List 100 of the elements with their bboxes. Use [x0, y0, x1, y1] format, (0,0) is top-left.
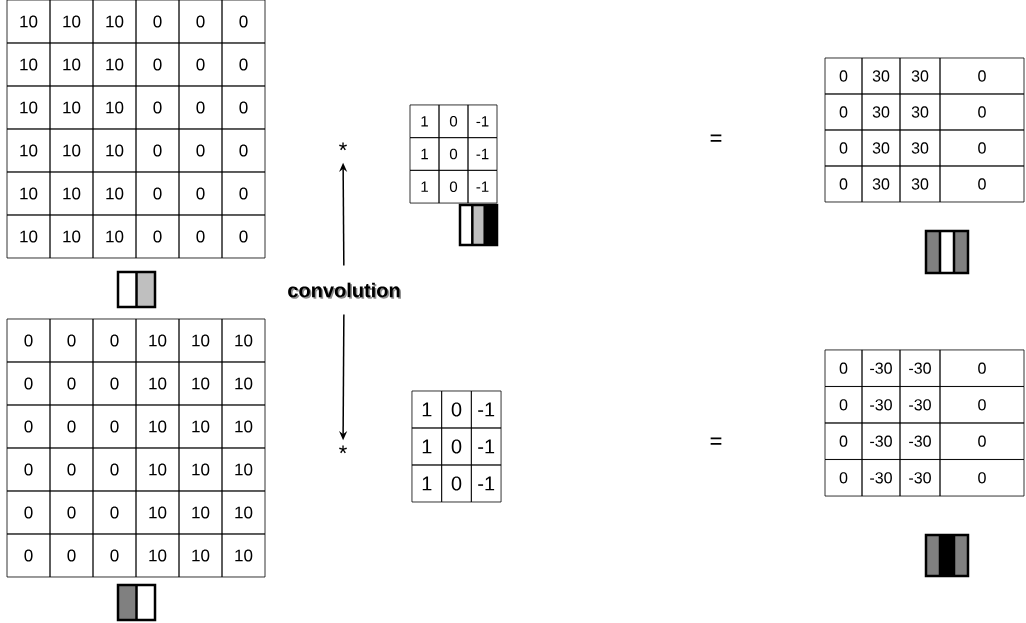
- table-cell: 10: [221, 318, 266, 363]
- table-cell: 10: [49, 0, 94, 44]
- table-cell: 10: [221, 447, 266, 492]
- table-cell: 0: [939, 422, 1025, 460]
- table-cell: 10: [49, 85, 94, 130]
- table-cell: 10: [135, 318, 180, 363]
- table-cell: -30: [899, 459, 941, 497]
- table-cell: 10: [92, 214, 137, 259]
- table-cell: 1: [409, 137, 440, 171]
- table-cell: 1: [411, 427, 443, 466]
- table-cell: 10: [6, 128, 51, 173]
- table-cell: 0: [92, 404, 137, 449]
- table-cell: 0: [178, 214, 223, 259]
- table-cell: 10: [6, 42, 51, 87]
- table-cell: 10: [49, 128, 94, 173]
- table-cell: 10: [135, 447, 180, 492]
- table-cell: 0: [824, 129, 863, 167]
- table-cell: 0: [135, 85, 180, 130]
- table-cell: 0: [438, 104, 469, 139]
- table-cell: 0: [824, 459, 863, 497]
- table-cell: 0: [178, 42, 223, 87]
- table-cell: 30: [899, 93, 941, 131]
- table-cell: 0: [178, 171, 223, 216]
- table-cell: 0: [92, 318, 137, 363]
- table-cell: 0: [441, 390, 472, 429]
- table-cell: 0: [49, 533, 94, 578]
- table-cell: 10: [221, 361, 266, 406]
- table-cell: 0: [6, 318, 51, 363]
- table-cell: 0: [939, 129, 1025, 167]
- operator-symbol: *: [339, 142, 347, 151]
- table-cell: 10: [6, 85, 51, 130]
- table-cell: 0: [92, 361, 137, 406]
- table-cell: 10: [221, 404, 266, 449]
- table-cell: 1: [411, 390, 443, 429]
- table-cell: 0: [824, 165, 863, 203]
- table-cell: 10: [6, 214, 51, 259]
- table-cell: 0: [939, 165, 1025, 203]
- table-cell: 10: [178, 447, 223, 492]
- table-cell: 0: [135, 171, 180, 216]
- table-cell: 0: [221, 0, 266, 44]
- table-cell: 10: [92, 128, 137, 173]
- table-cell: 0: [221, 85, 266, 130]
- table-cell: 0: [92, 490, 137, 535]
- table-cell: 0: [824, 386, 863, 424]
- table-cell: 10: [92, 171, 137, 216]
- table-cell: 0: [441, 427, 472, 466]
- table-cell: 0: [824, 349, 863, 387]
- table-cell: 0: [6, 361, 51, 406]
- table-cell: 0: [49, 447, 94, 492]
- table-cell: 30: [861, 165, 901, 203]
- table-cell: 0: [441, 464, 472, 503]
- table-cell: 0: [49, 361, 94, 406]
- table-cell: 10: [49, 171, 94, 216]
- table-cell: 10: [49, 214, 94, 259]
- table-cell: 30: [861, 129, 901, 167]
- table-cell: 10: [178, 490, 223, 535]
- table-cell: 10: [92, 0, 137, 44]
- table-cell: 0: [178, 0, 223, 44]
- table-cell: 0: [92, 447, 137, 492]
- table-cell: -30: [899, 422, 941, 460]
- table-cell: 10: [6, 171, 51, 216]
- table-cell: 0: [939, 459, 1025, 497]
- table-cell: 0: [6, 490, 51, 535]
- table-cell: 0: [6, 533, 51, 578]
- table-cell: 0: [939, 93, 1025, 131]
- table-cell: -30: [861, 386, 901, 424]
- table-cell: 10: [135, 361, 180, 406]
- table-cell: 0: [939, 386, 1025, 424]
- table-cell: 0: [135, 0, 180, 44]
- table-cell: 0: [438, 169, 469, 204]
- table-cell: -1: [467, 137, 498, 171]
- table-cell: 0: [438, 137, 469, 171]
- table-cell: 10: [49, 42, 94, 87]
- table-cell: -30: [861, 422, 901, 460]
- table-cell: 0: [824, 93, 863, 131]
- table-cell: 10: [221, 533, 266, 578]
- table-cell: 0: [135, 214, 180, 259]
- table-cell: 1: [409, 104, 440, 139]
- table-cell: 0: [135, 42, 180, 87]
- operator-symbol: *: [339, 445, 347, 454]
- table-cell: 10: [221, 490, 266, 535]
- table-cell: 30: [899, 129, 941, 167]
- table-cell: -30: [861, 349, 901, 387]
- table-cell: -1: [470, 390, 502, 429]
- table-cell: 0: [49, 404, 94, 449]
- table-cell: 10: [6, 0, 51, 44]
- table-cell: -1: [470, 427, 502, 466]
- table-cell: 10: [178, 318, 223, 363]
- table-cell: 10: [178, 361, 223, 406]
- table-cell: 10: [178, 404, 223, 449]
- table-cell: -1: [467, 104, 498, 139]
- table-cell: -1: [470, 464, 502, 503]
- table-cell: -1: [467, 169, 498, 204]
- table-cell: 10: [92, 42, 137, 87]
- table-cell: 30: [899, 57, 941, 95]
- table-cell: 10: [135, 404, 180, 449]
- table-cell: 0: [178, 85, 223, 130]
- table-cell: 1: [409, 169, 440, 204]
- table-cell: 10: [135, 533, 180, 578]
- table-cell: 30: [861, 57, 901, 95]
